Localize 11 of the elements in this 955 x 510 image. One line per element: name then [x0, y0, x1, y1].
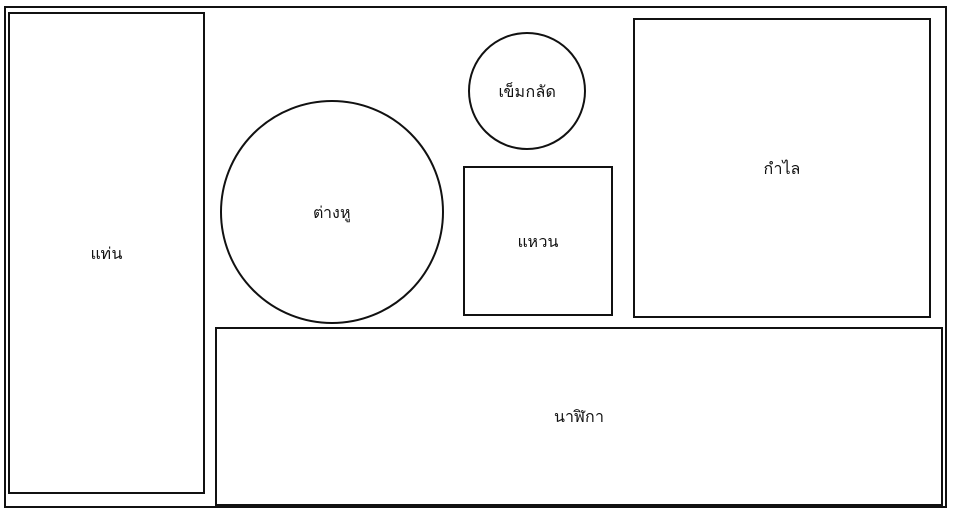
area-label: ต่างหู: [313, 202, 351, 224]
display-area: [215, 327, 943, 506]
display-area: [633, 18, 931, 318]
area-label: นาฬิกา: [554, 406, 604, 428]
display-area: [463, 166, 613, 316]
area-label: แท่น: [90, 242, 122, 264]
area-label: แหวน: [518, 230, 558, 252]
floor-plan-outline: [4, 6, 947, 508]
area-label: เข็มกลัด: [498, 80, 556, 102]
area-label: กำไล: [764, 158, 800, 180]
display-area: [8, 12, 205, 494]
